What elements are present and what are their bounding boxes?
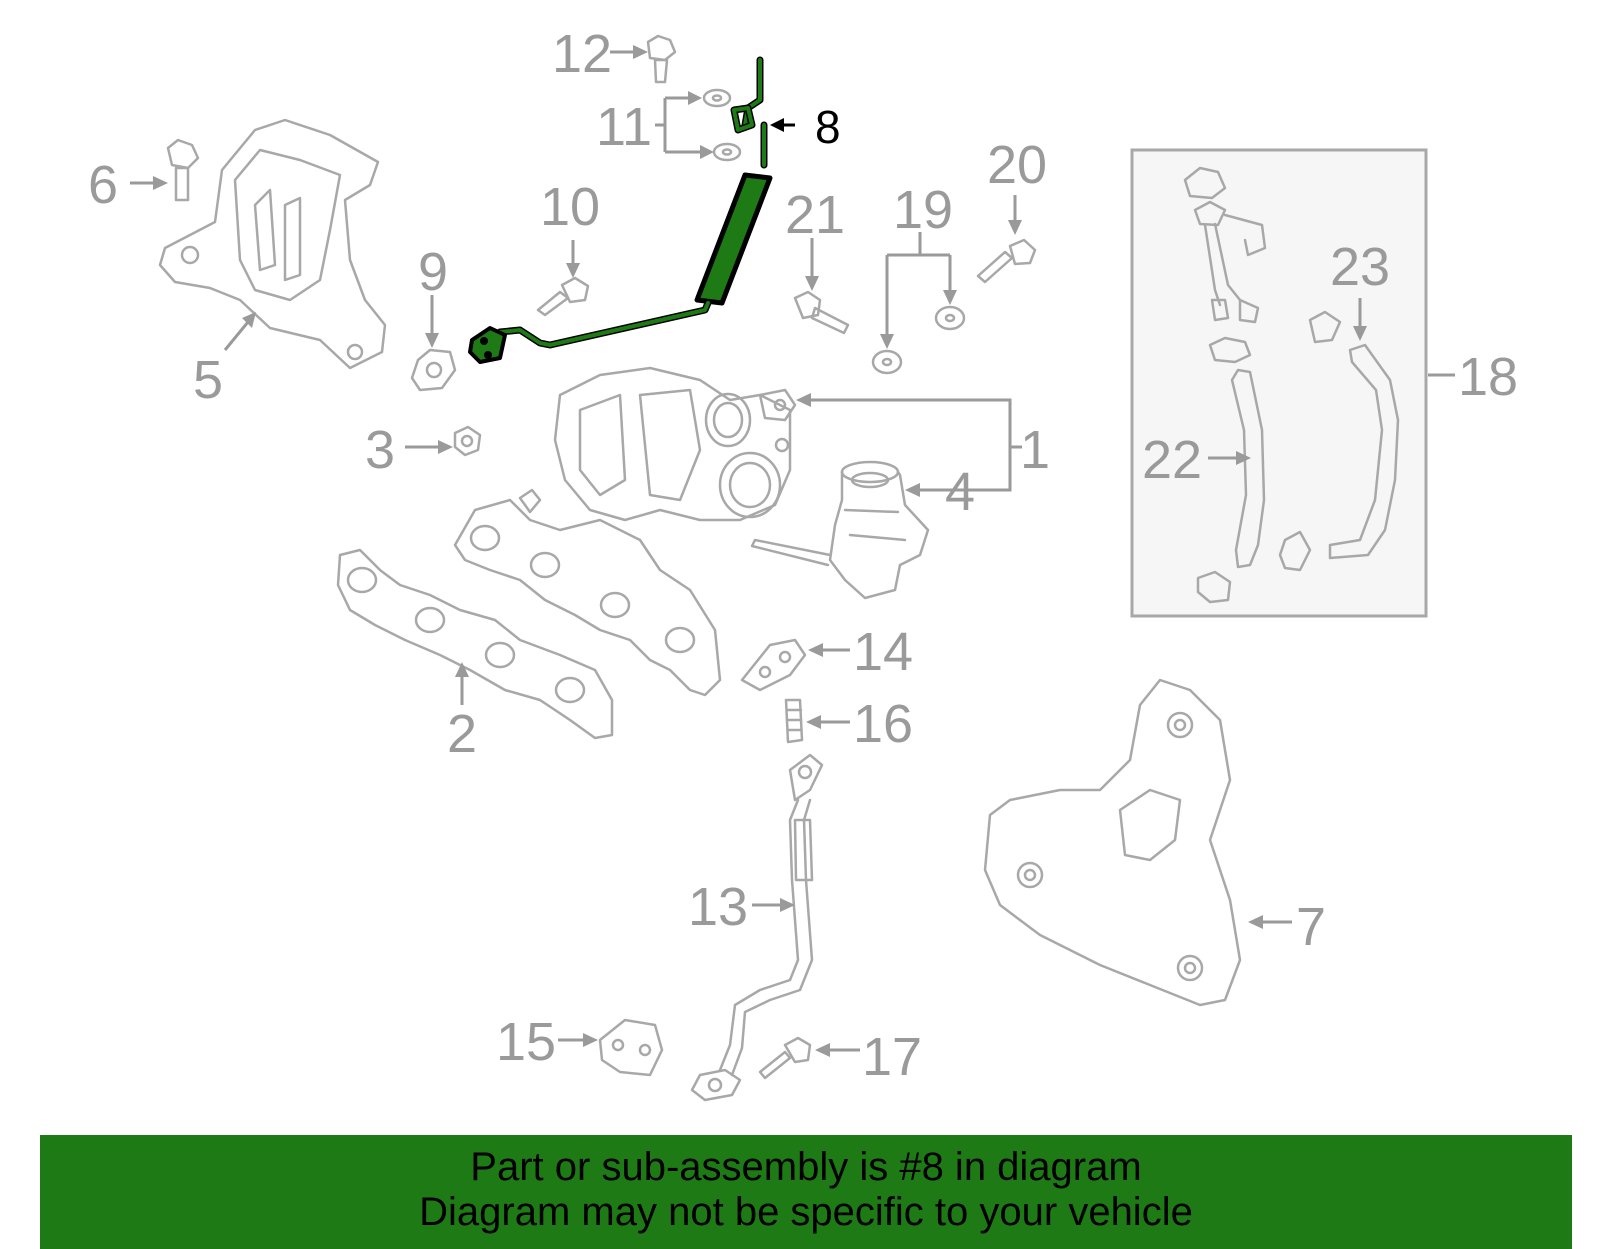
part-22-hose[interactable]: [1196, 336, 1312, 604]
leader-lines: [130, 45, 1455, 1057]
part-4-actuator[interactable]: [750, 460, 930, 600]
callout-6: 6: [88, 155, 118, 215]
callout-18: 18: [1458, 347, 1518, 407]
part-6-bolt[interactable]: [166, 138, 200, 202]
part-8-oil-feed-line[interactable]: [468, 56, 773, 364]
callout-labels: 12 11 8 6 10 9 5 21 19 20 1 4 3 2 14 16 …: [88, 24, 1518, 1087]
callout-10: 10: [540, 177, 600, 237]
callout-5: 5: [193, 350, 223, 410]
callout-13: 13: [688, 877, 748, 937]
part-1-turbocharger[interactable]: [553, 366, 797, 522]
callout-21: 21: [785, 185, 845, 245]
part-9-gasket[interactable]: [410, 348, 457, 392]
callout-14: 14: [853, 622, 913, 682]
part-5-heat-shield[interactable]: [158, 118, 387, 370]
part-20-bolt[interactable]: [976, 238, 1037, 284]
part-11-washers[interactable]: [702, 88, 742, 162]
part-3-nut[interactable]: [453, 425, 482, 457]
part-12-bolt[interactable]: [646, 34, 677, 84]
part-21-bolt[interactable]: [793, 290, 850, 335]
callout-12: 12: [552, 24, 612, 84]
footer-disclaimer: Diagram may not be specific to your vehi…: [419, 1190, 1193, 1234]
part-2-manifold-gasket[interactable]: [336, 548, 614, 740]
footer-banner: Part or sub-assembly is #8 in diagram Di…: [40, 1135, 1572, 1249]
callout-15: 15: [496, 1012, 556, 1072]
part-18-harness[interactable]: [1183, 166, 1267, 324]
callout-11: 11: [596, 97, 652, 157]
part-23-hose[interactable]: [1308, 310, 1400, 560]
part-14-gasket[interactable]: [740, 638, 807, 692]
callout-17: 17: [862, 1027, 922, 1087]
footer-part-note: Part or sub-assembly is #8 in diagram: [470, 1145, 1142, 1189]
part-18-group-box: [1130, 148, 1428, 618]
callout-2: 2: [447, 704, 477, 764]
part-10-bolt[interactable]: [536, 276, 590, 317]
callout-23: 23: [1330, 237, 1390, 297]
callout-22: 22: [1142, 430, 1202, 490]
callout-16: 16: [853, 694, 913, 754]
exhaust-manifold[interactable]: [453, 488, 722, 697]
callout-3: 3: [365, 420, 395, 480]
part-15-flange[interactable]: [598, 1018, 664, 1077]
part-7-heat-shield[interactable]: [983, 678, 1242, 1007]
part-19-washers[interactable]: [871, 305, 966, 375]
part-17-bolt[interactable]: [758, 1036, 812, 1080]
callout-4: 4: [945, 462, 975, 522]
callout-9: 9: [418, 242, 448, 302]
part-16-stud[interactable]: [784, 698, 804, 744]
callout-1: 1: [1020, 420, 1050, 480]
callout-20: 20: [987, 135, 1047, 195]
part-13-oil-line[interactable]: [690, 753, 824, 1102]
callout-7: 7: [1296, 897, 1326, 957]
callout-19: 19: [893, 180, 953, 240]
callout-8: 8: [815, 101, 841, 153]
